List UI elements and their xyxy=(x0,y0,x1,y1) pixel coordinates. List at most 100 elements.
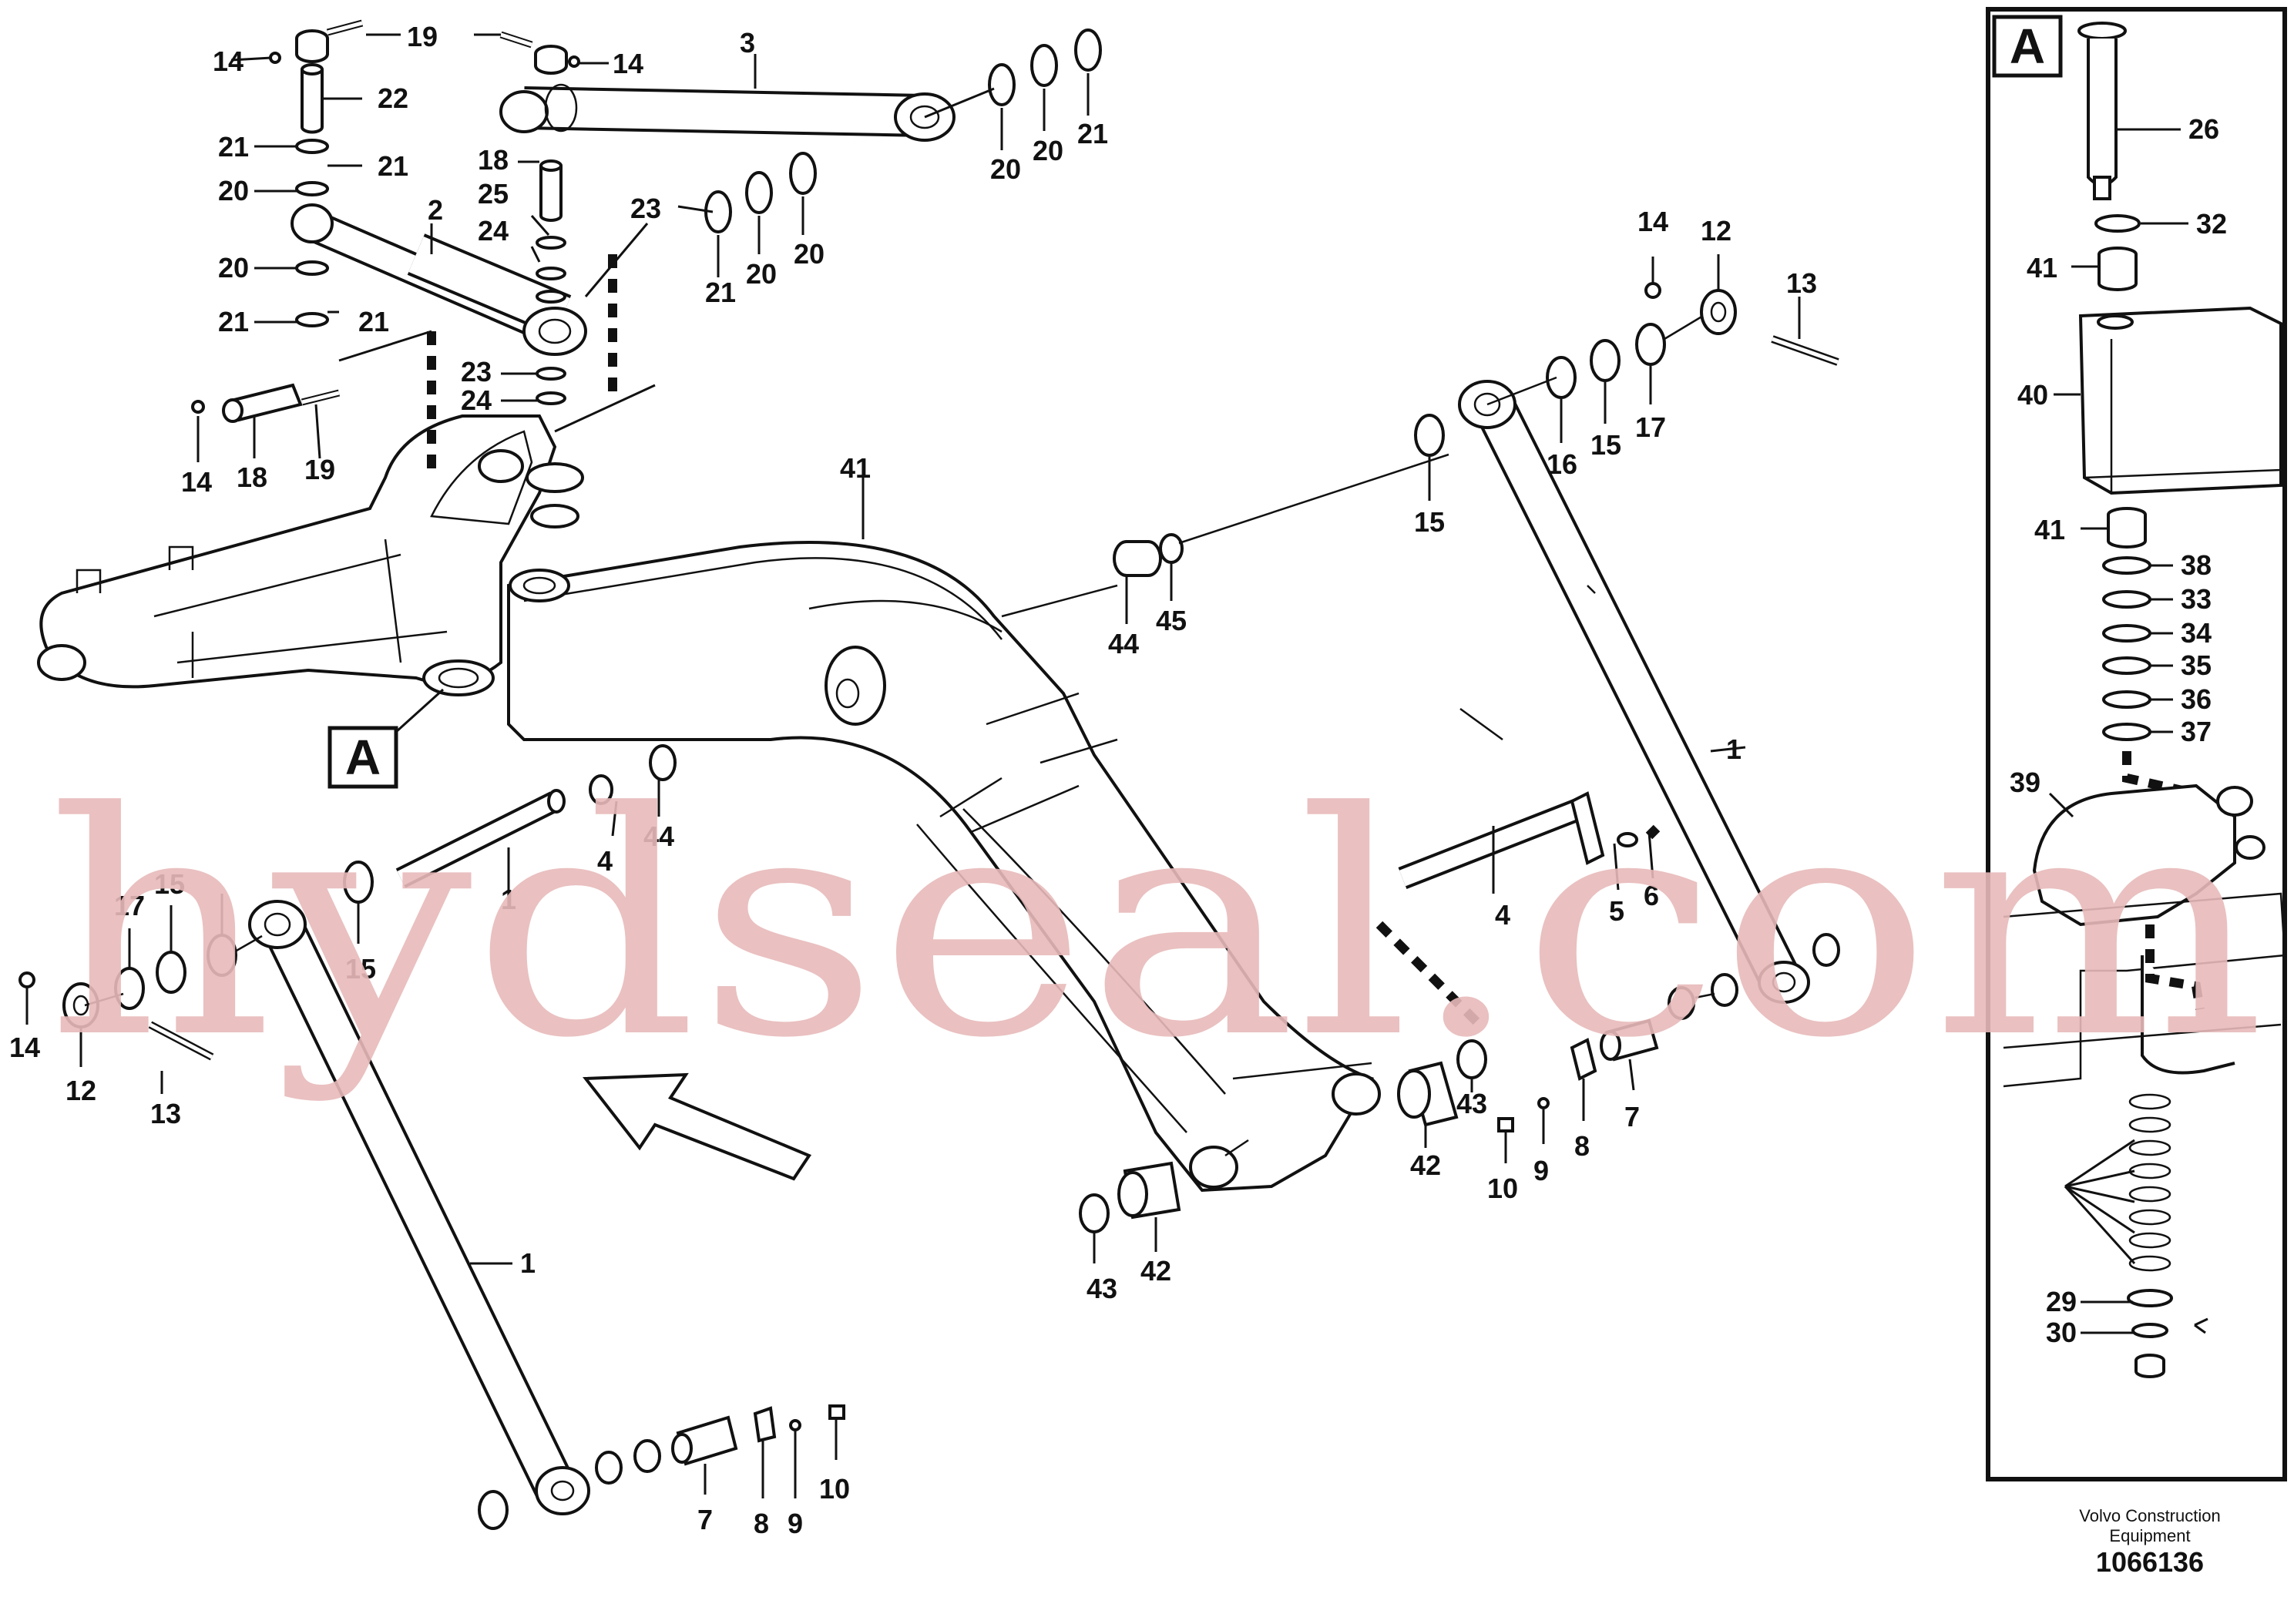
label-16: 16 xyxy=(1547,448,1577,480)
label-36: 36 xyxy=(2181,683,2212,715)
bushing-part-42-right xyxy=(1397,1039,1487,1127)
label-14: 14 xyxy=(1637,206,1668,237)
label-4: 4 xyxy=(1495,899,1510,931)
callout-labels: 14 19 14 3 22 21 21 20 2 18 25 24 23 20 … xyxy=(9,21,2227,1539)
label-8: 8 xyxy=(1574,1130,1590,1162)
label-13: 13 xyxy=(150,1098,181,1129)
direction-arrow xyxy=(583,1072,812,1181)
detail-callout-box xyxy=(327,726,398,789)
hardware-left-bottom xyxy=(478,1404,845,1530)
detail-callout-letter: A xyxy=(345,730,381,785)
label-41: 41 xyxy=(840,452,871,484)
label-43: 43 xyxy=(1456,1088,1487,1119)
upper-left-assembly: A xyxy=(37,19,1102,789)
label-13: 13 xyxy=(1786,267,1817,299)
label-20: 20 xyxy=(1033,135,1063,166)
label-14: 14 xyxy=(181,466,212,498)
bushing-part-41-lower xyxy=(2107,507,2147,549)
label-17: 17 xyxy=(1635,411,1666,443)
label-3: 3 xyxy=(740,27,755,59)
label-15: 15 xyxy=(154,868,185,900)
washers-left-pin xyxy=(295,139,329,327)
pin-part-4-left xyxy=(395,789,566,888)
label-37: 37 xyxy=(2181,716,2212,747)
label-22: 22 xyxy=(378,82,408,114)
label-43: 43 xyxy=(1087,1273,1117,1304)
label-2: 2 xyxy=(428,194,443,226)
label-9: 9 xyxy=(788,1508,803,1539)
cylinder-part-1-right xyxy=(1458,380,1810,1004)
label-1: 1 xyxy=(501,884,516,915)
label-30: 30 xyxy=(2046,1317,2077,1348)
label-8: 8 xyxy=(754,1508,769,1539)
label-23: 23 xyxy=(461,356,492,388)
cylinder-part-1-left xyxy=(248,900,590,1515)
label-44: 44 xyxy=(643,820,674,852)
label-15: 15 xyxy=(1414,506,1445,538)
inset-detail-a: A xyxy=(1986,7,2287,1481)
nut-part-30 xyxy=(2134,1354,2165,1378)
bushing-part-42-left xyxy=(1079,1161,1181,1233)
label-20: 20 xyxy=(990,153,1021,185)
label-24: 24 xyxy=(478,215,509,247)
label-17: 17 xyxy=(114,890,145,921)
bushing-part-44-top xyxy=(1113,533,1184,577)
label-35: 35 xyxy=(2181,649,2212,681)
pin-part-4-right xyxy=(1398,791,1661,889)
washers-center-pin xyxy=(536,236,566,405)
label-14: 14 xyxy=(9,1032,40,1063)
pin-part-18-top xyxy=(534,45,568,222)
label-1: 1 xyxy=(1726,733,1741,765)
pin-part-26 xyxy=(2077,22,2127,200)
label-7: 7 xyxy=(697,1504,713,1535)
label-14: 14 xyxy=(613,48,643,79)
label-6: 6 xyxy=(1644,880,1659,911)
bolts-nuts-top xyxy=(191,19,580,414)
bushing-part-41-top xyxy=(2098,247,2138,291)
hardware-right-bottom xyxy=(1497,933,1840,1132)
label-1: 1 xyxy=(520,1247,536,1279)
cylinder-part-3 xyxy=(499,83,956,142)
hardware-right-top xyxy=(1414,282,1839,457)
label-42: 42 xyxy=(1140,1255,1171,1287)
label-14: 14 xyxy=(213,45,244,77)
label-18: 18 xyxy=(478,144,509,176)
label-21: 21 xyxy=(1077,118,1108,149)
inset-letter: A xyxy=(2010,18,2045,74)
label-10: 10 xyxy=(1487,1173,1518,1204)
label-23: 23 xyxy=(630,193,661,224)
label-24: 24 xyxy=(461,384,492,416)
label-7: 7 xyxy=(1624,1101,1640,1132)
label-32: 32 xyxy=(2196,208,2227,240)
boom-part-41 xyxy=(507,541,1381,1193)
label-18: 18 xyxy=(237,461,267,493)
hardware-left-middle xyxy=(18,861,374,1061)
label-15: 15 xyxy=(345,953,376,985)
watermark-text: hydseal.com xyxy=(46,747,2265,1106)
washer-part-32 xyxy=(2094,214,2141,233)
label-21: 21 xyxy=(218,306,249,337)
washer-part-29 xyxy=(2131,1323,2168,1338)
label-4: 4 xyxy=(597,845,613,877)
label-12: 12 xyxy=(1701,215,1731,247)
label-38: 38 xyxy=(2181,549,2212,581)
label-39: 39 xyxy=(2010,767,2040,798)
label-15: 15 xyxy=(1590,429,1621,461)
inset-letter-box xyxy=(1992,15,2063,78)
label-29: 29 xyxy=(2046,1286,2077,1317)
cylinder-part-2 xyxy=(291,203,587,356)
label-20: 20 xyxy=(218,252,249,284)
label-12: 12 xyxy=(65,1075,96,1106)
label-20: 20 xyxy=(218,175,249,206)
label-5: 5 xyxy=(1609,895,1624,927)
label-21: 21 xyxy=(358,306,389,337)
bushing-part-44-left xyxy=(589,744,677,805)
pin-part-18-left xyxy=(222,383,341,423)
label-40: 40 xyxy=(2017,379,2048,411)
pin-part-22 xyxy=(295,29,329,134)
label-9: 9 xyxy=(1533,1155,1549,1186)
